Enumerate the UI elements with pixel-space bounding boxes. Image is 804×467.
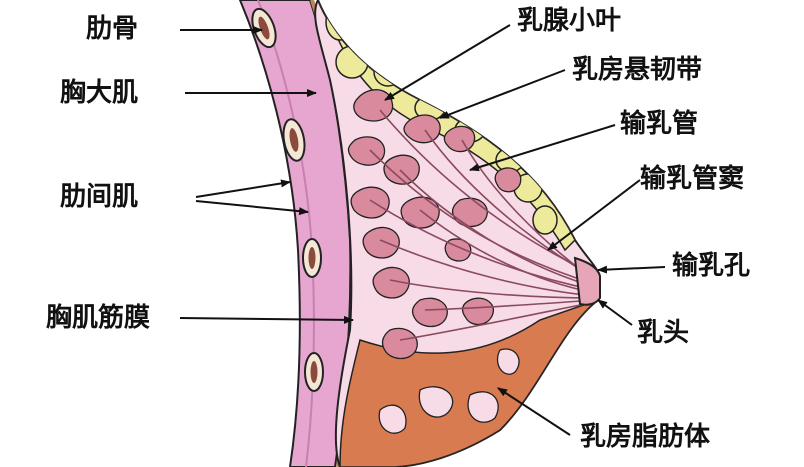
- label-lactiferous-duct: 输乳管: [620, 109, 699, 139]
- label-duct-opening: 输乳孔: [672, 251, 751, 281]
- rib-marrow: [258, 16, 318, 383]
- mammary-lobules: [347, 89, 522, 360]
- label-nipple: 乳头: [637, 318, 690, 348]
- label-intercostal-muscle: 肋间肌: [60, 182, 139, 212]
- label-suspensory-ligament: 乳房悬韧带: [572, 55, 703, 85]
- label-lactiferous-sinus: 输乳管窦: [640, 164, 745, 194]
- nipple-shape: [573, 256, 601, 306]
- label-rib: 肋骨: [86, 14, 139, 44]
- gland-islands: [378, 348, 520, 434]
- label-breast-fat: 乳房脂肪体: [580, 422, 711, 452]
- pointer-arrows: [179, 24, 666, 436]
- label-lobule: 乳腺小叶: [517, 6, 622, 36]
- label-pectoral-fascia: 胸肌筋膜: [46, 303, 151, 333]
- label-pectoralis-major: 胸大肌: [60, 78, 139, 108]
